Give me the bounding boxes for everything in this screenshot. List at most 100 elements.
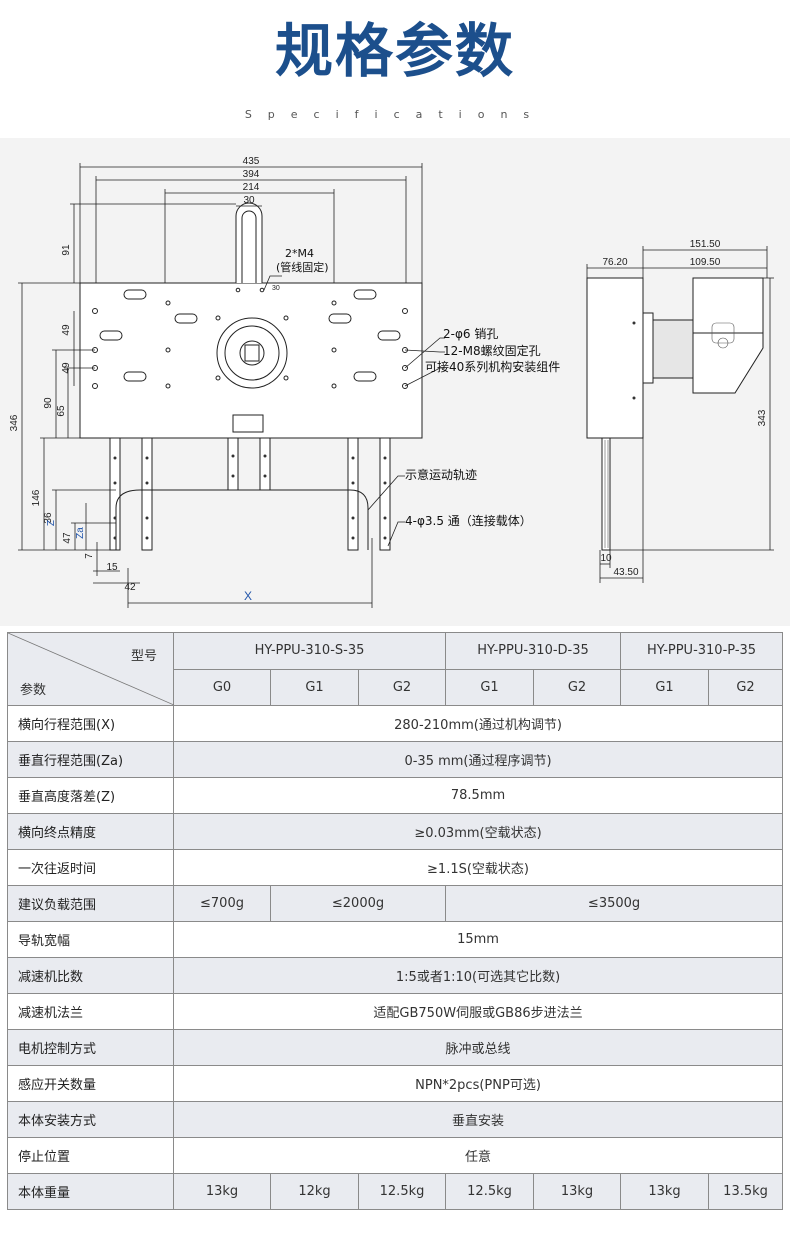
row-label: 本体安装方式 [7,1101,174,1138]
row-label: 一次往返时间 [7,849,174,886]
dim-394: 394 [243,169,260,180]
row-value: 12.5kg [357,1173,447,1210]
dim-65: 65 [56,405,67,417]
label-za: Za [75,527,86,539]
technical-drawing: 435 394 214 30 91 346 146 90 65 49 49 36… [0,138,790,626]
table-row: 横向终点精度≥0.03mm(空载状态) [7,813,784,850]
side-motor-body [692,332,764,394]
side-flange [642,312,654,384]
dim-10: 10 [600,553,612,564]
row-value: 13kg [173,1173,271,1210]
table-row: 本体重量 13kg 12kg 12.5kg 12.5kg 13kg 13kg 1… [7,1173,784,1210]
side-leg [601,437,611,551]
row-label: 本体重量 [7,1173,174,1210]
dim-7: 7 [84,553,95,559]
row-value: ≥0.03mm(空载状态) [172,813,784,850]
row-label: 垂直行程范围(Za) [7,741,174,778]
row-value: 280-210mm(通过机构调节) [172,705,784,742]
table-row: 电机控制方式脉冲或总线 [7,1029,784,1066]
row-value: 适配GB750W伺服或GB86步进法兰 [172,993,784,1030]
row-label: 电机控制方式 [7,1029,174,1066]
drawing-svg: 435 394 214 30 91 346 146 90 65 49 49 36… [9,156,774,608]
table-row: 减速机法兰适配GB750W伺服或GB86步进法兰 [7,993,784,1030]
dim-42: 42 [124,582,136,593]
grade-cell: G1 [445,668,535,706]
dim-47: 47 [62,532,73,544]
note-pin: 2-φ6 销孔 [443,327,498,341]
row-value: 垂直安装 [172,1101,784,1138]
note-40: 可接40系列机构安装组件 [425,359,560,374]
row-value: 15mm [172,921,784,958]
grade-cell: G1 [620,668,710,706]
grade-cell: G1 [270,668,359,706]
page-subtitle: Specifications [244,108,546,121]
leg-4 [259,437,271,491]
row-value: 78.5mm [172,777,784,814]
row-value: ≤2000g [269,885,447,922]
gear-inner [239,340,265,366]
grade-cell: G2 [357,668,447,706]
row-label: 横向行程范围(X) [7,705,174,742]
grade-cell: G2 [533,668,622,706]
row-value: 任意 [172,1137,784,1174]
note-m8: 12-M8螺纹固定孔 [443,343,541,358]
dim-36: 36 [43,512,54,524]
row-value: 13kg [620,1173,710,1210]
note-track: 示意运动轨迹 [405,467,477,482]
leg-6 [379,437,391,551]
dim-43-50: 43.50 [613,567,638,578]
row-label: 建议负载范围 [7,885,174,922]
row-label: 导轨宽幅 [7,921,174,958]
note-m4-1: 2*M4 [285,247,314,260]
row-value: 0-35 mm(通过程序调节) [172,741,784,778]
row-value: 13kg [533,1173,622,1210]
leg-2 [141,437,153,551]
row-label: 停止位置 [7,1137,174,1174]
row-label: 减速机法兰 [7,993,174,1030]
model-s: HY-PPU-310-S-35 [172,632,447,670]
header-corner: 型号 参数 [7,632,174,706]
dim-91: 91 [61,244,72,256]
side-gearbox [652,319,694,379]
row-value: NPN*2pcs(PNP可选) [172,1065,784,1102]
leg-1 [109,437,121,551]
page-title: 规格参数 [274,17,515,85]
row-label: 横向终点精度 [7,813,174,850]
row-label: 减速机比数 [7,957,174,994]
row-label: 垂直高度落差(Z) [7,777,174,814]
dim-435: 435 [243,156,260,167]
row-value: ≤700g [173,885,271,922]
dim-343: 343 [757,409,768,426]
row-value: ≥1.1S(空载状态) [172,849,784,886]
side-motor-top [692,277,764,334]
leg-5 [347,437,359,551]
row-value: 12.5kg [445,1173,535,1210]
row-value: 12kg [270,1173,359,1210]
model-d: HY-PPU-310-D-35 [445,632,622,670]
dim-49a: 49 [61,324,72,336]
header-param-label: 参数 [20,683,47,698]
grade-cell: G2 [708,668,784,706]
table-row: 本体安装方式垂直安装 [7,1101,784,1138]
spec-table: 型号 参数 HY-PPU-310-S-35 HY-PPU-310-D-35 HY… [7,632,784,1210]
header-model-label: 型号 [130,649,157,664]
model-p: HY-PPU-310-P-35 [620,632,784,670]
motion-track [115,489,369,550]
table-row: 建议负载范围 ≤700g ≤2000g ≤3500g [7,885,784,922]
gear-mid [224,325,280,381]
table-row: 横向行程范围(X)280-210mm(通过机构调节) [7,705,784,742]
row-value: 脉冲或总线 [172,1029,784,1066]
label-z: Z [46,520,57,526]
table-row: 垂直行程范围(Za)0-35 mm(通过程序调节) [7,741,784,778]
table-row: 垂直高度落差(Z)78.5mm [7,777,784,814]
sensor-box [232,414,264,433]
dim-30: 30 [243,195,255,206]
dim-214: 214 [243,182,260,193]
top-bracket [235,202,263,283]
dim-15: 15 [106,562,118,573]
row-value: 13.5kg [708,1173,784,1210]
row-value: 1:5或者1:10(可选其它比数) [172,957,784,994]
table-row: 一次往返时间≥1.1S(空载状态) [7,849,784,886]
